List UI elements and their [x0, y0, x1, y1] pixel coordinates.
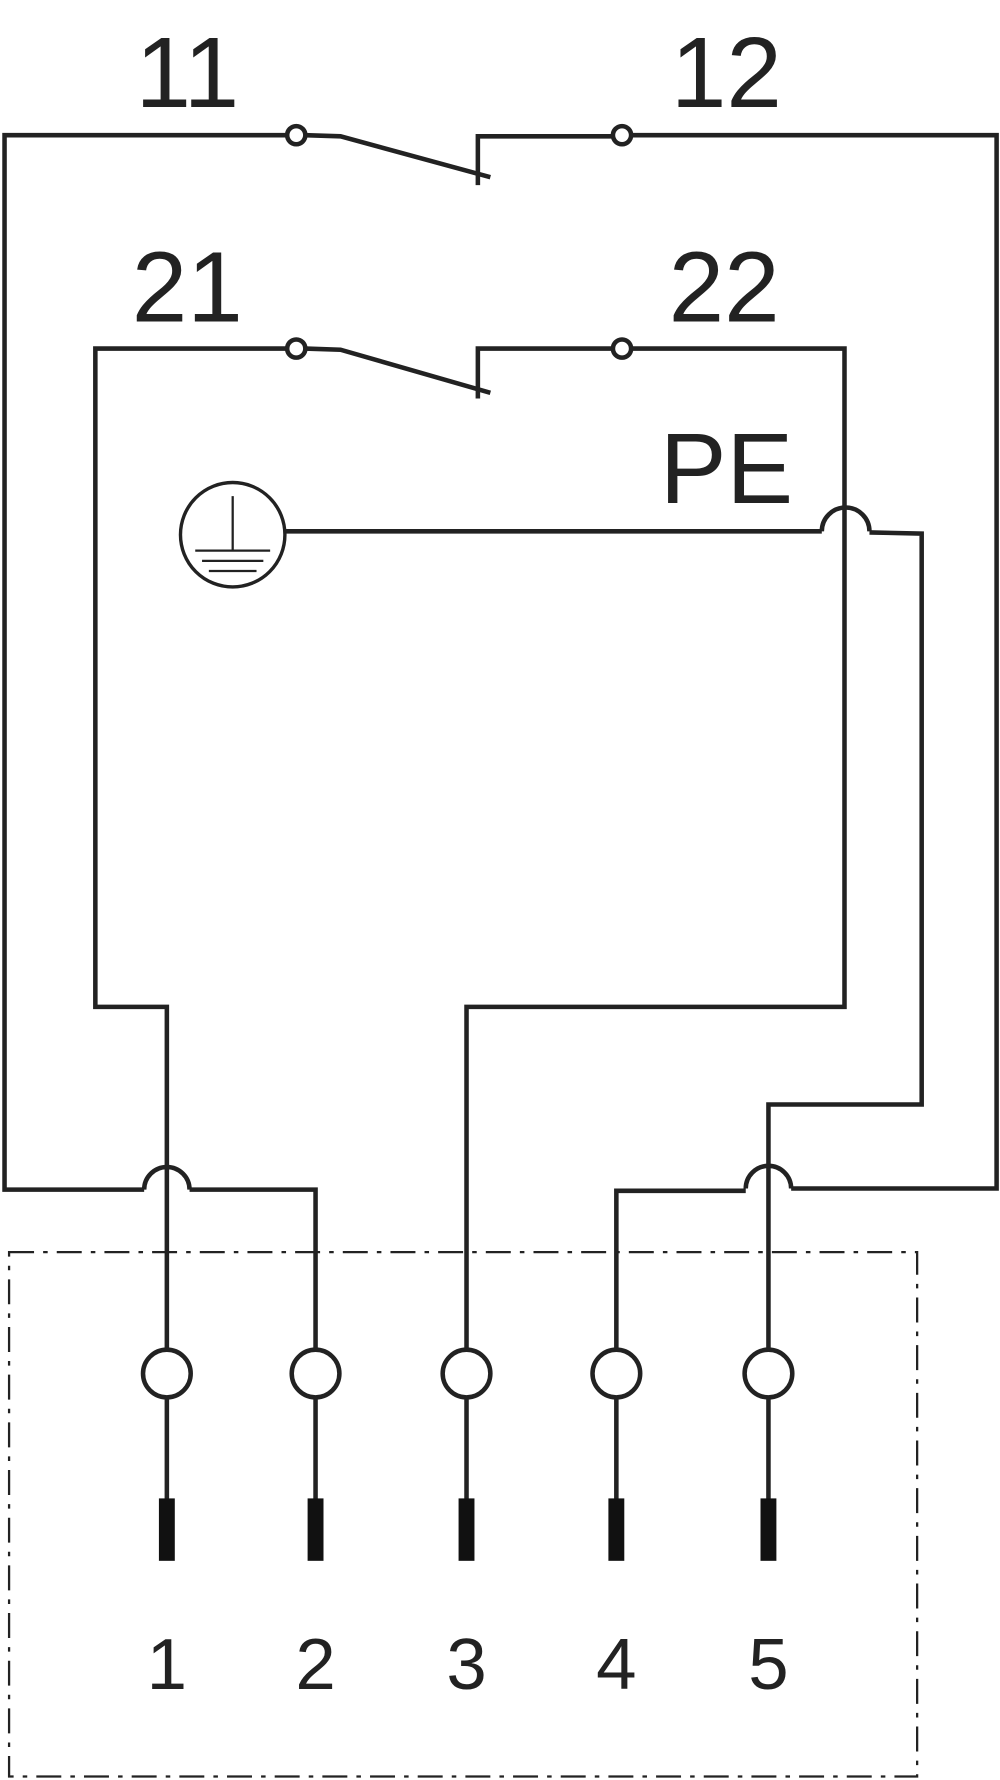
pin-label-4: 4 — [596, 1624, 636, 1705]
terminal-label-12: 12 — [671, 18, 782, 129]
terminal-12-icon — [610, 123, 634, 147]
protective-earth-icon — [178, 480, 287, 589]
pin-label-2: 2 — [295, 1624, 335, 1705]
terminal-label-21: 21 — [132, 232, 243, 343]
pin-3: 3 — [440, 1347, 493, 1705]
terminal-label-11: 11 — [135, 18, 239, 129]
pin-5: 5 — [742, 1347, 795, 1705]
pin-label-5: 5 — [748, 1624, 788, 1705]
pe-circuit — [178, 480, 924, 1349]
terminal-21-icon — [284, 337, 308, 360]
pin-2: 2 — [289, 1347, 342, 1705]
connector-housing — [7, 1250, 919, 1778]
contact-21-22-circuit — [93, 337, 847, 1349]
pin-label-3: 3 — [446, 1624, 486, 1705]
pin-4: 4 — [590, 1347, 643, 1705]
pin-label-1: 1 — [147, 1624, 187, 1705]
connector-pins: 1 2 3 4 5 — [140, 1347, 795, 1705]
pin-1: 1 — [140, 1347, 193, 1705]
pe-label: PE — [660, 414, 793, 525]
terminal-22-icon — [610, 337, 634, 360]
terminal-11-icon — [284, 123, 308, 147]
terminal-label-22: 22 — [669, 232, 780, 343]
contact-11-12-circuit — [2, 123, 999, 1349]
